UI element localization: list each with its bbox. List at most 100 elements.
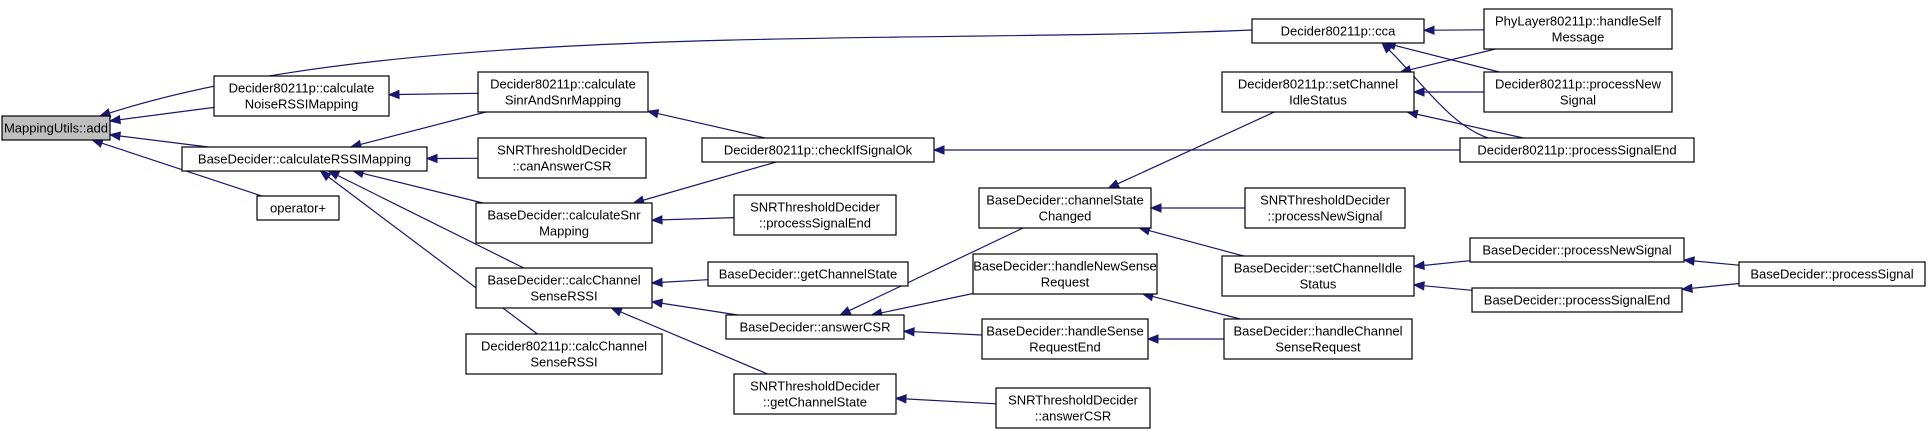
node-box	[475, 267, 653, 309]
node-label-line: BaseDecider::setChannelIdle	[1234, 261, 1402, 276]
node-label-line: BaseDecider::handleNewSense	[973, 259, 1157, 274]
node-label-line: Mapping	[539, 224, 589, 239]
node-box	[475, 202, 653, 244]
arrowhead-n10	[932, 145, 945, 155]
node-label-line: SenseRSSI	[530, 289, 597, 304]
node-label-line: Status	[1300, 277, 1337, 292]
node-n27[interactable]: BaseDecider::processSignalEnd	[1471, 287, 1683, 313]
node-box	[1483, 71, 1673, 113]
node-n24[interactable]: Decider80211p::processNewSignal	[1483, 71, 1673, 113]
edge-n24-to-n4	[1393, 44, 1500, 73]
node-label-line: Decider80211p::cca	[1281, 24, 1396, 39]
arrowhead-n27	[1680, 283, 1693, 293]
node-box	[1738, 261, 1926, 287]
arrowhead-n21	[1412, 260, 1425, 270]
node-label-line: BaseDecider::handleSense	[986, 324, 1144, 339]
node-label-line: SenseRSSI	[530, 355, 597, 370]
node-box	[213, 75, 390, 117]
arrowhead-n8	[610, 307, 623, 317]
node-n6[interactable]: SNRThresholdDecider::canAnswerCSR	[477, 137, 647, 179]
node-n13[interactable]: BaseDecider::answerCSR	[725, 314, 905, 340]
edge-n11-to-n7	[660, 217, 735, 221]
edge-n1-to-n0	[118, 106, 215, 121]
edge-n25-to-n15	[1415, 113, 1524, 139]
node-box	[1221, 71, 1415, 113]
node-label-line: BaseDecider::answerCSR	[739, 320, 890, 335]
node-label-line: Decider80211p::calculate	[229, 81, 375, 96]
arrowhead-n0	[108, 114, 121, 125]
arrowhead-n21	[1412, 281, 1425, 291]
node-n4[interactable]: Decider80211p::cca	[1251, 18, 1425, 44]
node-box	[1, 115, 111, 141]
arrowhead-n14	[894, 394, 907, 404]
node-n3[interactable]: operator+	[256, 195, 340, 221]
arrowhead-n13	[902, 327, 915, 337]
arrowhead-n13	[838, 306, 852, 316]
node-n10[interactable]: Decider80211p::checkIfSignalOk	[701, 137, 935, 163]
arrowhead-n4	[1381, 42, 1393, 54]
node-box	[477, 137, 647, 179]
node-label-line: BaseDecider::processSignalEnd	[1484, 293, 1670, 308]
node-box	[972, 253, 1158, 295]
edge-n8-to-n2	[336, 174, 525, 269]
edge-n7-to-n2	[361, 172, 484, 204]
node-box	[1469, 237, 1685, 263]
edge-n21-to-n16	[1147, 229, 1244, 257]
node-label-line: BaseDecider::calcChannel	[487, 273, 640, 288]
edge-n3-to-n0	[100, 142, 262, 197]
node-box	[1244, 187, 1406, 229]
node-label-line: ::processNewSignal	[1268, 209, 1383, 224]
node-box	[725, 314, 905, 340]
node-label-line: Decider80211p::calculate	[490, 77, 636, 92]
node-box	[1471, 287, 1683, 313]
node-box	[978, 187, 1152, 229]
arrowhead-n15	[1412, 87, 1425, 97]
node-n20[interactable]: SNRThresholdDecider::processNewSignal	[1244, 187, 1406, 229]
node-box	[981, 318, 1149, 360]
node-label-line: Message	[1552, 30, 1605, 45]
edge-n10-to-n7	[642, 161, 777, 202]
node-label-line: BaseDecider::calculateSnr	[487, 208, 641, 223]
node-n0[interactable]: MappingUtils::add	[1, 115, 111, 141]
node-box	[1251, 18, 1425, 44]
node-label-line: ::getChannelState	[763, 395, 867, 410]
edge-n22-to-n17	[1151, 295, 1241, 320]
node-n5[interactable]: Decider80211p::calculateSinrAndSnrMappin…	[477, 71, 649, 113]
edge-n23-to-n15	[1409, 48, 1496, 71]
node-n12[interactable]: BaseDecider::getChannelState	[707, 261, 909, 287]
node-label-line: BaseDecider::calculateRSSIMapping	[198, 152, 411, 167]
node-n11[interactable]: SNRThresholdDecider::processSignalEnd	[733, 194, 897, 236]
arrowhead-n2	[425, 153, 438, 164]
node-label-line: BaseDecider::processNewSignal	[1482, 243, 1671, 258]
edge-n16-to-n13	[848, 227, 1024, 312]
node-n2[interactable]: BaseDecider::calculateRSSIMapping	[181, 146, 428, 172]
node-label-line: SNRThresholdDecider	[1260, 193, 1390, 208]
node-label-line: RequestEnd	[1029, 340, 1101, 355]
node-label-line: operator+	[270, 201, 326, 216]
edge-n18-to-n13	[912, 331, 983, 336]
node-label-line: BaseDecider::getChannelState	[719, 267, 898, 282]
edge-n5-to-n2	[359, 111, 486, 146]
node-box	[1223, 318, 1413, 360]
arrowhead-n1	[387, 89, 400, 100]
node-n14[interactable]: SNRThresholdDecider::getChannelState	[733, 373, 897, 415]
node-box	[733, 194, 897, 236]
node-n19[interactable]: SNRThresholdDecider::answerCSR	[995, 387, 1151, 429]
node-box	[181, 146, 428, 172]
node-n25[interactable]: Decider80211p::processSignalEnd	[1459, 137, 1695, 163]
node-n28[interactable]: BaseDecider::processSignal	[1738, 261, 1926, 287]
node-n26[interactable]: BaseDecider::processNewSignal	[1469, 237, 1685, 263]
arrowhead-n5	[646, 109, 660, 119]
